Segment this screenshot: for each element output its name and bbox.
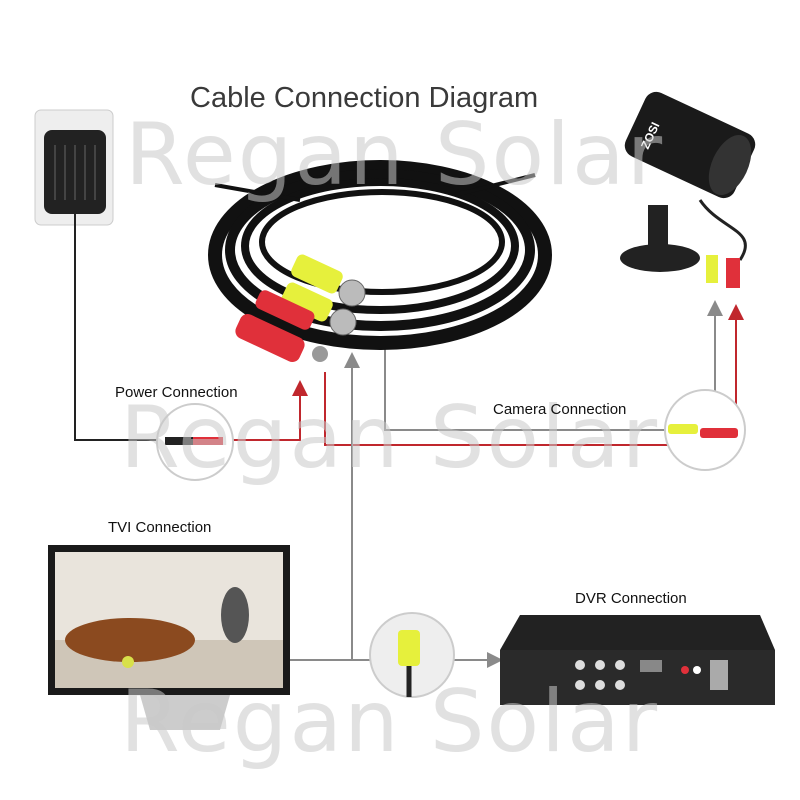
tvi-connection-label: TVI Connection — [108, 519, 212, 536]
power-line — [232, 304, 744, 446]
bnc-connectors — [281, 254, 366, 336]
camera-connection-label: Camera Connection — [493, 401, 627, 418]
diagram-title: Cable Connection Diagram — [190, 82, 539, 114]
camera-magnifier — [664, 389, 746, 471]
dvr-connection-label: DVR Connection — [575, 590, 687, 607]
watermark: Regan Solar — [120, 672, 660, 772]
monitor — [48, 545, 290, 730]
security-camera: ZOSI — [620, 91, 756, 288]
power-magnifier — [156, 403, 234, 481]
dvr-magnifier — [369, 612, 455, 698]
dc-connectors — [235, 290, 328, 362]
dvr — [500, 615, 775, 705]
cable-coil — [208, 160, 552, 350]
watermark: Regan Solar — [125, 105, 665, 205]
watermark: Regan Solar — [120, 388, 660, 488]
power-adapter — [34, 109, 165, 441]
power-connection-label: Power Connection — [115, 384, 238, 401]
